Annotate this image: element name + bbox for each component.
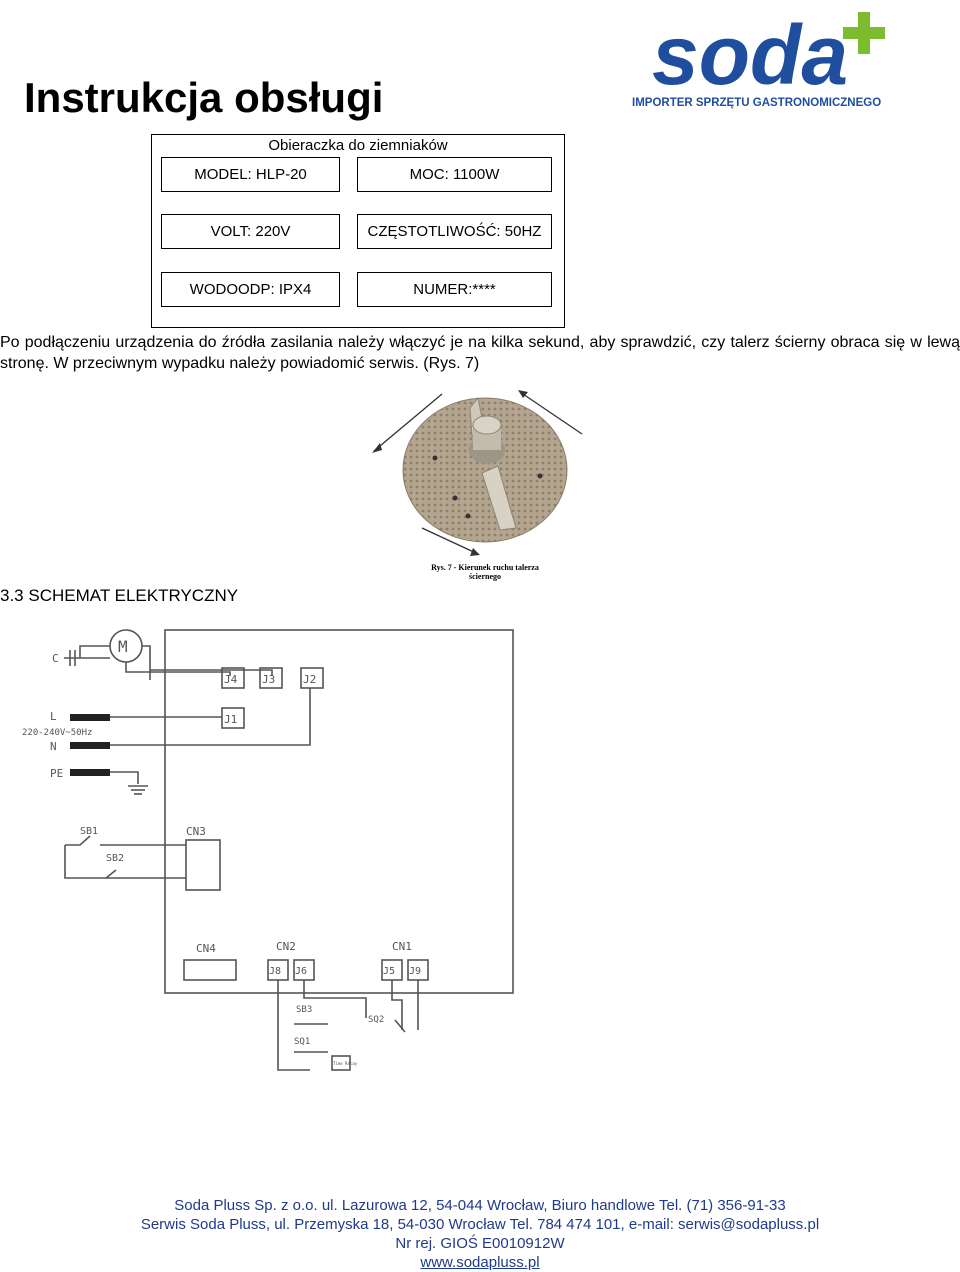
connector-j1 [221,707,245,729]
capacitor-label: C [52,652,59,665]
connector-j2-label: J2 [303,673,316,686]
rating-cell-frequency: CZĘSTOTLIWOŚĆ: 50HZ [357,214,552,249]
connector-j8-label: J8 [269,966,281,977]
connector-cn3-label: CN3 [186,825,206,838]
figure-caption: Rys. 7 - Kierunek ruchu talerza ścierneg… [420,563,550,581]
terminal-pe [70,769,110,776]
rotation-arrow-left [373,393,443,452]
connector-j4 [221,667,245,689]
rating-cell-power: MOC: 1100W [357,157,552,192]
footer-website-link[interactable]: www.sodapluss.pl [420,1254,540,1271]
logo-wordmark: soda [652,8,848,102]
connector-j3 [259,667,283,689]
terminal-l [70,714,110,721]
motor-label: M [118,637,128,656]
switch-sb3-label: SB3 [296,1005,312,1015]
soda-logo: soda IMPORTER SPRZĘTU GASTRONOMICZNEGO [632,8,885,109]
connector-j9-label: J9 [409,966,421,977]
supply-voltage-label: 220-240V~50Hz [22,728,92,738]
rating-plate-title: Obieraczka do ziemniaków [268,137,448,154]
footer-registration: Nr rej. GIOŚ E0010912W [395,1235,565,1252]
logo-tagline: IMPORTER SPRZĘTU GASTRONOMICZNEGO [632,97,881,109]
time-relay [331,1055,351,1071]
switch-sb2-label: SB2 [106,853,124,864]
disc-hub-top [472,415,502,435]
supply-pe-label: PE [50,767,63,780]
rating-cell-voltage: VOLT: 220V [161,214,340,249]
figure-caption-line1: Rys. 7 - Kierunek ruchu talerza [431,563,539,572]
supply-l-label: L [50,710,57,723]
rating-plate: Obieraczka do ziemniaków MODEL: HLP-20 M… [151,134,565,328]
connector-cn4 [183,959,237,981]
control-board-outline [164,629,514,994]
connector-cn2-label: CN2 [276,940,296,953]
page-title: Instrukcja obsługi [24,74,384,121]
switch-sb1-label: SB1 [80,826,98,837]
connector-j3-label: J3 [262,673,275,686]
page-footer: Soda Pluss Sp. z o.o. ul. Lazurowa 12, 5… [0,1196,960,1272]
connector-j1-label: J1 [224,713,237,726]
switch-sq2-label: SQ2 [368,1015,384,1025]
disc-blade-bottom [481,465,517,531]
connector-cn3 [185,839,221,891]
footer-service: Serwis Soda Pluss, ul. Przemyska 18, 54-… [140,1216,820,1233]
connector-j5-label: J5 [383,966,395,977]
logo-plus-icon [843,12,885,54]
connector-cn1-label: CN1 [392,940,412,953]
time-relay-label: Time Relay [333,1061,358,1066]
rating-cell-number: NUMER:**** [357,272,552,307]
rotation-arrow-right [519,391,583,435]
connector-cn4-label: CN4 [196,942,216,955]
instruction-paragraph: Po podłączeniu urządzenia do źródła zasi… [0,334,960,372]
connector-j6-label: J6 [295,966,307,977]
terminal-n [70,742,110,749]
figure-caption-line2: ściernego [469,572,501,581]
switch-sq1-label: SQ1 [294,1037,310,1047]
supply-n-label: N [50,740,57,753]
connector-j4-label: J4 [224,673,238,686]
section-heading: 3.3 SCHEMAT ELEKTRYCZNY [0,586,239,605]
wiring-diagram: M C J4 J3 J2 J1 L 220-240V~50Hz N PE SB1… [22,629,514,1071]
connector-j2 [300,667,324,689]
rating-cell-model: MODEL: HLP-20 [161,157,340,192]
disc-surface [402,397,568,543]
abrasive-disc-figure [372,390,583,556]
rating-cell-ip: WODOODP: IPX4 [161,272,340,307]
rotation-arrow-bottom [421,527,479,555]
footer-address: Soda Pluss Sp. z o.o. ul. Lazurowa 12, 5… [174,1197,786,1214]
